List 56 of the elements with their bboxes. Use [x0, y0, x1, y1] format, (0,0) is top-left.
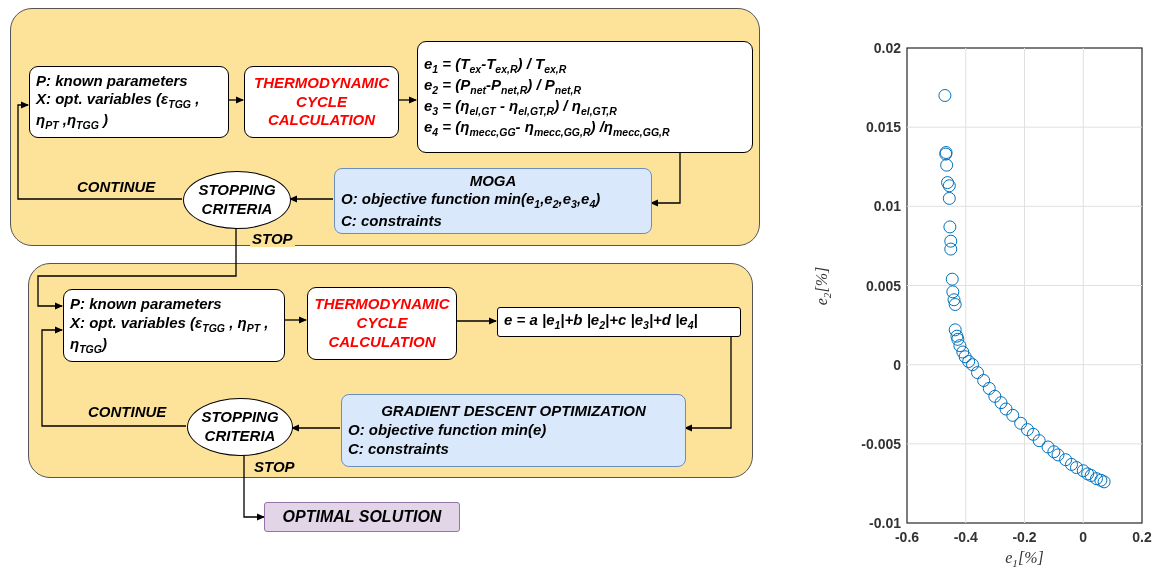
axis-tick-label: 0.02 [873, 40, 901, 56]
axis-tick-label: -0.005 [861, 435, 901, 452]
axis-tick-label: -0.6 [894, 529, 920, 545]
box-text: THERMODYNAMIC CYCLE CALCULATION [253, 73, 390, 131]
arrow [397, 96, 417, 104]
box-text: e$_{1}$ = (T$_{ex}$-T$_{ex,R}$) / T$_{ex,R}$ [424, 54, 568, 76]
process-box [244, 66, 399, 138]
box-text: X: opt. variables (ε$_{TGG}$ , η$_{PT}$ ,η$_{TGG}$ ) [36, 90, 201, 133]
arrow [650, 151, 681, 207]
process-box [29, 66, 229, 138]
axis-tick-label: 0 [893, 356, 901, 373]
box-text: X: opt. variables (ε$_{TGG}$ , η$_{PT}$ , η$_{TGG}$) [70, 313, 270, 356]
box-text: e = a |e$_{1}$|+b |e$_{2}$|+c |e$_{3}$|+d |e$_{4}$| [504, 311, 699, 333]
arrow [684, 335, 732, 432]
box-text: O: objective function min(e) [348, 421, 548, 440]
process-box [334, 168, 652, 234]
box-text: STOPPING CRITERIA [200, 408, 280, 446]
arrow [17, 101, 183, 200]
axis-tick-label: 0.2 [1132, 529, 1152, 545]
arrow [283, 316, 307, 324]
arrow [291, 424, 341, 432]
box-text: e$_{2}$ = (P$_{net}$-P$_{net,R}$) / P$_{net,R}$ [424, 75, 583, 97]
arrow [455, 317, 497, 325]
group-panel [10, 8, 760, 246]
box-text: e$_{3}$ = (η$_{el,GT}$ - η$_{el,GT,R}$) / η$_{el,GT,R}$ [424, 97, 618, 119]
arrow [227, 96, 244, 104]
equation-box [497, 307, 741, 337]
arrow [41, 326, 187, 427]
box-heading: GRADIENT DESCENT OPTIMIZATION [380, 402, 647, 422]
arrow [37, 227, 237, 310]
box-text: STOPPING CRITERIA [197, 181, 277, 219]
axis-tick-label: -0.4 [953, 529, 978, 545]
arrow [289, 195, 334, 203]
result-box [264, 502, 460, 532]
equation-box [417, 41, 753, 153]
arrow [243, 454, 265, 521]
axis-tick-label: 0.015 [865, 119, 901, 136]
axis-tick-label: 0.005 [865, 277, 901, 294]
box-text: C: constraints [348, 439, 450, 459]
axis-tick-label: 0.01 [873, 198, 901, 215]
process-box [307, 287, 457, 360]
axis-tick-label: 0 [1079, 529, 1088, 545]
axis-title: e$_{1}$[%] [1005, 549, 1044, 570]
box-text: P: known parameters [36, 71, 189, 91]
box-text: O: objective function min(e$_{1}$,e$_{2}$,e$_{3}$,e$_{4}$) [341, 190, 602, 212]
process-box [341, 394, 686, 467]
box-text: C: constraints [341, 211, 443, 231]
box-text: OPTIMAL SOLUTION [282, 507, 442, 527]
axis-tick-label: -0.01 [869, 515, 901, 531]
axis-tick-label: -0.2 [1012, 529, 1037, 545]
process-box [63, 289, 285, 362]
box-text: THERMODYNAMIC CYCLE CALCULATION [314, 295, 450, 352]
box-heading: MOGA [468, 171, 518, 191]
box-text: P: known parameters [70, 295, 223, 314]
box-text: e$_{4}$ = (η$_{mecc,GG}$- η$_{mecc,GG,R}$) /η$_{mecc,GG,R}$ [424, 118, 671, 140]
group-panel [28, 263, 753, 478]
